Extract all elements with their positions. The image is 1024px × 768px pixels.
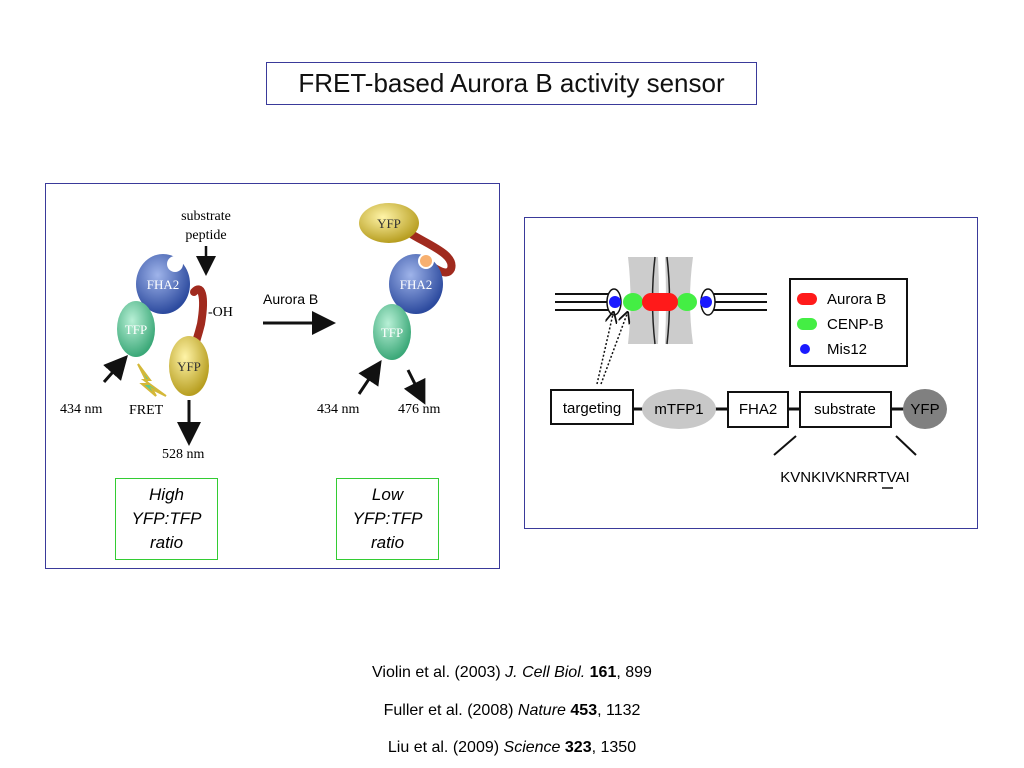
yfp-label-left: YFP — [177, 359, 201, 374]
reference-3-authors: Liu et al. (2009) — [387, 739, 500, 756]
mis12-dot-left — [609, 296, 621, 308]
tfp-domain-left — [117, 301, 155, 357]
high-ratio-line1: High — [149, 485, 184, 504]
substrate-domain — [799, 391, 892, 428]
sequence-bracket-right — [895, 435, 917, 456]
high-ratio-line2: YFP:TFP — [131, 509, 202, 528]
mtfp1-label: mTFP1 — [654, 401, 703, 418]
excitation-arrow-right — [357, 360, 382, 395]
low-ratio-box: Low YFP:TFP ratio — [336, 478, 439, 560]
fha2-label-left: FHA2 — [147, 277, 180, 292]
mtfp1-domain — [642, 389, 716, 429]
legend-mis12-label: Mis12 — [827, 341, 867, 358]
sensor-mechanism-illustration: substrate peptide FHA2 TFP YFP -OH FRET … — [60, 203, 456, 462]
reference-3-journal: Science — [503, 739, 561, 756]
yfp-construct-label: YFP — [910, 401, 939, 418]
reference-2: Fuller et al. (2008) Nature 453, 1132 — [383, 702, 641, 719]
yfp-label-right: YFP — [377, 216, 401, 231]
excitation-label-left: 434 nm — [60, 402, 103, 417]
legend-mis12-swatch — [800, 344, 810, 354]
high-ratio-line3: ratio — [149, 533, 184, 552]
fha2-construct-label: FHA2 — [739, 401, 777, 418]
aurora-b-label: Aurora B — [263, 291, 318, 307]
targeting-domain — [550, 389, 634, 425]
yfp-domain-right — [359, 203, 419, 243]
excitation-label-right: 434 nm — [317, 402, 360, 417]
emission-label-right: 476 nm — [398, 402, 441, 417]
substrate-label-line2: peptide — [185, 228, 226, 243]
phosphate-icon — [418, 253, 434, 269]
fret-label: FRET — [129, 403, 164, 418]
high-ratio-box: High YFP:TFP ratio — [115, 478, 218, 560]
cenpb-dot-right — [677, 293, 697, 311]
substrate-sequence: KVNKIVKNRRTVAI — [780, 469, 909, 486]
targeting-label: targeting — [563, 400, 621, 417]
reference-1: Violin et al. (2003) J. Cell Biol. 161, … — [372, 664, 652, 681]
fha2-label-right: FHA2 — [400, 277, 433, 292]
fret-lightning-icon — [137, 363, 167, 397]
targeting-arrow-1 — [596, 314, 613, 385]
legend-aurora-b-label: Aurora B — [827, 291, 886, 308]
slide-title: FRET-based Aurora B activity sensor — [266, 62, 757, 105]
low-ratio-line2: YFP:TFP — [352, 509, 423, 528]
fha2-construct-domain — [727, 391, 789, 428]
reference-3-page: 1350 — [600, 739, 637, 756]
legend-cenpb-swatch — [797, 318, 817, 330]
reference-1-journal: J. Cell Biol. — [505, 664, 586, 681]
reference-1-volume: 161 — [589, 664, 617, 681]
cenpb-dot-left — [623, 293, 643, 311]
targeting-arrow-2 — [600, 314, 627, 385]
construct-schematic-panel: Aurora B CENP-B Mis12 targeting mTFP1 FH… — [524, 217, 978, 529]
fha2-domain-right — [389, 254, 443, 314]
reference-2-volume: 453 — [570, 702, 598, 719]
reference-2-authors: Fuller et al. (2008) — [383, 702, 514, 719]
tfp-label-right: TFP — [381, 325, 403, 340]
emission-label-left: 528 nm — [162, 447, 205, 462]
reference-2-journal: Nature — [517, 702, 566, 719]
substrate-label-line1: substrate — [181, 209, 231, 224]
legend-aurora-b-swatch — [797, 293, 817, 305]
construct-schematic-illustration: Aurora B CENP-B Mis12 targeting mTFP1 FH… — [550, 256, 947, 489]
low-ratio-line3: ratio — [370, 533, 405, 552]
reference-3-volume: 323 — [564, 739, 592, 756]
yfp-construct-domain — [903, 389, 947, 429]
substrate-construct-label: substrate — [814, 401, 876, 418]
low-ratio-line1: Low — [371, 485, 404, 504]
hydroxyl-label: -OH — [208, 305, 233, 320]
tfp-domain-right — [373, 304, 411, 360]
reference-2-page: 1132 — [605, 702, 641, 719]
legend-cenpb-label: CENP-B — [827, 316, 884, 333]
reference-1-page: 899 — [625, 664, 652, 681]
sensor-mechanism-panel: substrate peptide FHA2 TFP YFP -OH FRET … — [45, 183, 500, 569]
excitation-arrow-left — [102, 355, 128, 383]
mis12-dot-right — [700, 296, 712, 308]
reference-1-authors: Violin et al. (2003) — [372, 664, 501, 681]
tfp-label-left: TFP — [125, 322, 147, 337]
aurora-b-centromere — [642, 293, 678, 311]
yfp-domain-left — [169, 336, 209, 396]
reference-3: Liu et al. (2009) Science 323, 1350 — [387, 739, 637, 756]
emission-arrow-right — [403, 369, 426, 405]
fha2-pocket-left — [167, 256, 183, 272]
sequence-bracket-left — [773, 435, 797, 456]
